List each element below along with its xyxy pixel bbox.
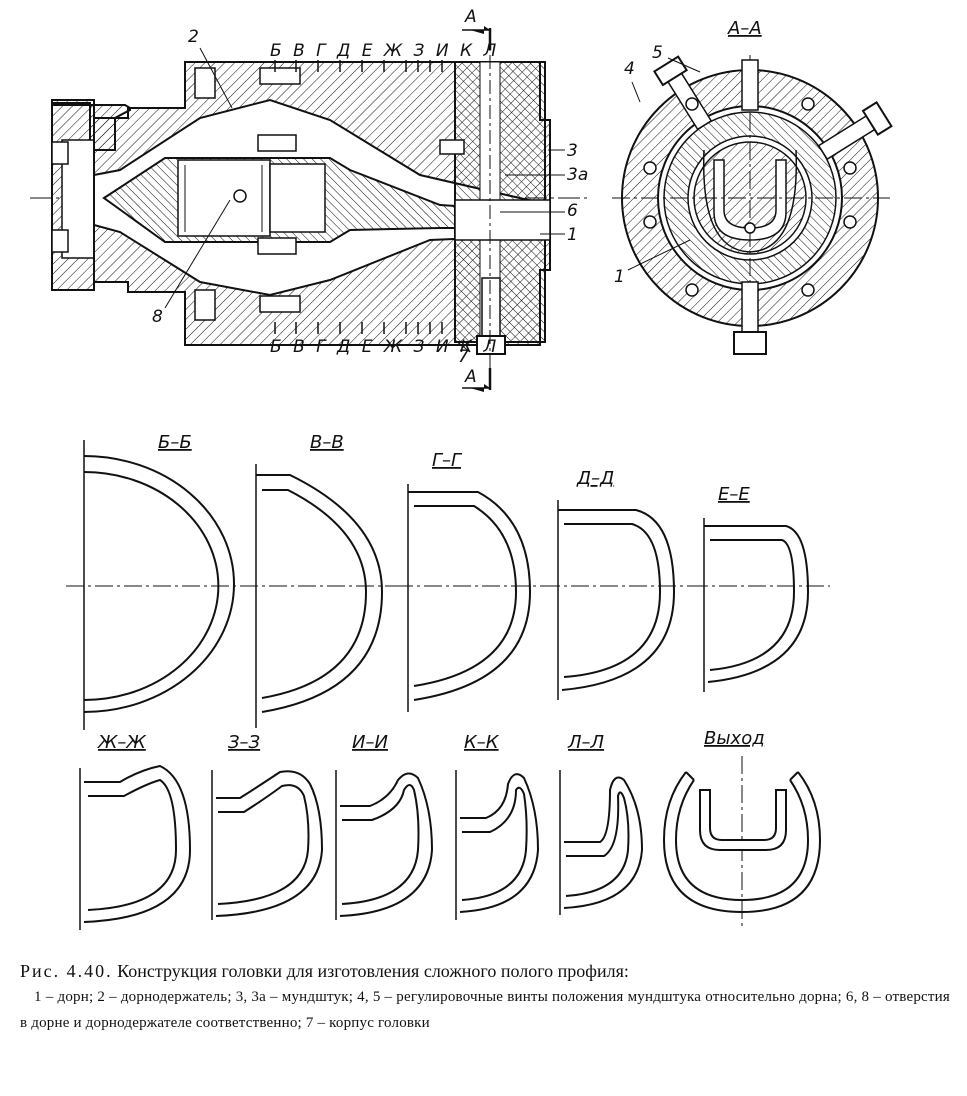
part-1-label: 1 — [567, 225, 578, 245]
part-4-label: 4 — [624, 59, 635, 79]
section-marks — [274, 60, 443, 334]
caption-title-text: Конструкция головки для изготовления сло… — [117, 961, 629, 981]
section-zh-label: Ж–Ж — [97, 732, 146, 753]
section-e: Е–Е — [690, 484, 830, 692]
part-5-label: 5 — [652, 43, 663, 63]
view-a-a-title: А–А — [727, 18, 762, 39]
section-zh: Ж–Ж — [79, 732, 192, 930]
section-e-label: Е–Е — [718, 484, 750, 505]
figure-caption: Рис. 4.40. Конструкция головки для изгот… — [20, 958, 950, 1036]
caption-title: Рис. 4.40. Конструкция головки для изгот… — [20, 958, 950, 984]
section-k: К–К — [455, 732, 540, 920]
part-3-label: 3 — [567, 141, 578, 161]
view-a-a: А–А 4 5 1 — [612, 18, 893, 355]
section-z-label: З–З — [228, 732, 261, 753]
section-l: Л–Л — [559, 732, 644, 915]
section-exit: Выход — [662, 728, 822, 930]
section-d: Д–Д — [542, 468, 690, 700]
profile-slot — [713, 159, 787, 241]
section-b: Б–Б — [66, 432, 240, 730]
longitudinal-section: Б В Г Д Е Ж З И К Л Б В Г Д Е Ж З И К Л … — [30, 7, 590, 392]
section-v-label: В–В — [310, 432, 344, 453]
part-7-label: 7 — [458, 347, 469, 367]
part-2-label: 2 — [188, 27, 199, 47]
section-letters-top: Б В Г Д Е Ж З И К Л — [270, 41, 499, 61]
extrusion-head-drawing: Б В Г Д Е Ж З И К Л Б В Г Д Е Ж З И К Л … — [30, 7, 893, 930]
part-3a-label: 3а — [567, 165, 588, 185]
section-i: И–И — [335, 732, 434, 920]
section-b-label: Б–Б — [158, 432, 192, 453]
cross-sections: Б–Б В–В Г–Г Д–Д — [66, 432, 830, 930]
section-k-label: К–К — [464, 732, 500, 753]
cut-label-top: А — [464, 7, 477, 27]
section-g-label: Г–Г — [432, 450, 463, 471]
section-l-label: Л–Л — [567, 732, 605, 753]
section-z: З–З — [211, 732, 324, 920]
part-6-label: 6 — [567, 201, 578, 221]
section-d-label: Д–Д — [576, 468, 614, 489]
section-g: Г–Г — [395, 450, 548, 712]
section-v: В–В — [240, 432, 398, 728]
caption-legend: 1 – дорн; 2 – дорнодержатель; 3, 3а – му… — [20, 989, 950, 1031]
figure-number: Рис. 4.40. — [20, 961, 113, 981]
part-8-label: 8 — [152, 307, 163, 327]
section-letters-bottom: Б В Г Д Е Ж З И К Л — [270, 337, 499, 357]
part-1-view-label: 1 — [614, 267, 625, 287]
section-exit-label: Выход — [704, 728, 765, 749]
cut-label-bottom: А — [464, 367, 477, 387]
section-i-label: И–И — [352, 732, 388, 753]
